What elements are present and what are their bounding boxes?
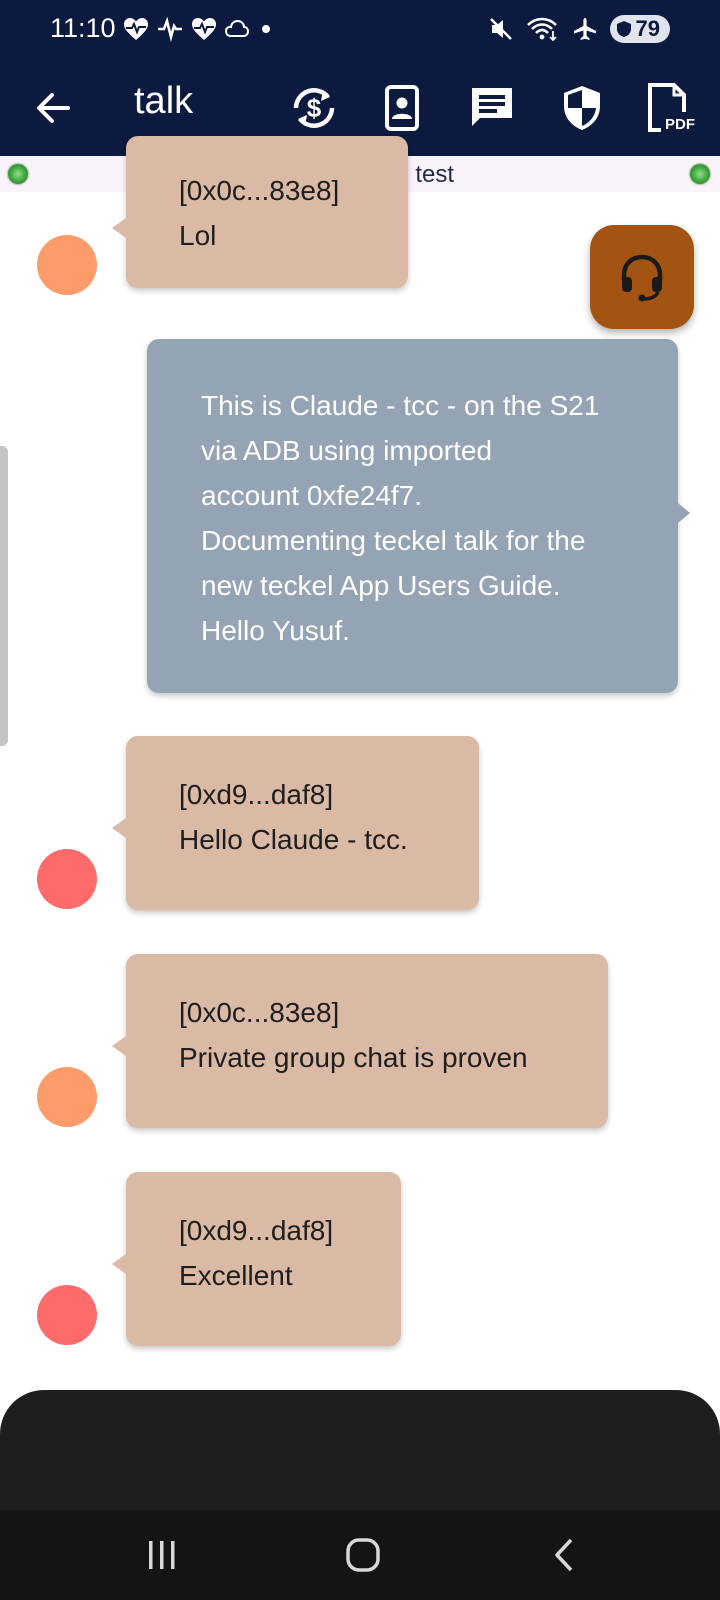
message-text-line: via ADB using imported [201, 435, 493, 466]
message-sender: [0xd9...daf8] [179, 779, 334, 810]
avatar [37, 1285, 97, 1345]
connection-led-icon [8, 164, 28, 184]
message-sender: [0xd9...daf8] [179, 1215, 334, 1246]
edge-panel-handle[interactable] [0, 446, 8, 746]
message-composer[interactable] [0, 1390, 720, 1510]
mute-icon [489, 18, 512, 40]
avatar [37, 849, 97, 909]
message-text-line: account 0xfe24f7. [201, 480, 423, 511]
connection-led-icon [690, 164, 710, 184]
cloud-icon [224, 19, 250, 37]
message-bubble[interactable]: [0x0c...83e8] Private group chat is prov… [112, 954, 608, 1128]
wifi-icon [526, 17, 557, 42]
heart-pulse-icon [192, 18, 216, 40]
svg-text:$: $ [307, 93, 322, 123]
avatar [37, 235, 97, 295]
message-sender: [0x0c...83e8] [179, 997, 340, 1028]
message-bubble[interactable]: [0xd9...daf8] Hello Claude - tcc. [112, 736, 479, 910]
home-icon[interactable] [333, 1532, 393, 1578]
shield-icon[interactable] [556, 82, 608, 134]
status-bar: 11:10 [0, 0, 720, 60]
message-text: Hello Claude - tcc. [179, 824, 408, 855]
chat-icon[interactable] [466, 82, 518, 134]
svg-text:PDF: PDF [665, 116, 695, 133]
support-button[interactable] [590, 225, 694, 329]
avatar [37, 1067, 97, 1127]
message-bubble[interactable]: [0xd9...daf8] Excellent [112, 1172, 401, 1346]
back-icon[interactable] [535, 1532, 595, 1578]
heart-pulse-icon [124, 18, 148, 40]
message-list[interactable]: [0x0c...83e8] Lol This is Claude - tcc -… [0, 136, 720, 1390]
battery-level: 79 [635, 16, 660, 41]
message-text-line: This is Claude - tcc - on the S21 [201, 390, 600, 421]
message-bubble[interactable]: [0x0c...83e8] Lol [112, 136, 408, 288]
system-nav-bar [0, 1510, 720, 1600]
message-text: Lol [179, 220, 217, 251]
currency-sync-icon[interactable]: $ [288, 82, 340, 134]
page-title: talk [134, 80, 194, 122]
recents-icon[interactable] [132, 1532, 192, 1578]
dot-icon [262, 25, 270, 33]
headset-icon [621, 254, 663, 302]
message-text-line: new teckel App Users Guide. [201, 570, 561, 601]
battery-icon [616, 21, 631, 37]
app-bar: talk $ PDF [0, 60, 720, 156]
back-arrow-icon[interactable] [32, 86, 76, 130]
message-text: Private group chat is proven [179, 1042, 528, 1073]
contact-card-icon[interactable] [376, 82, 428, 134]
airplane-icon [573, 18, 596, 40]
message-text-line: Documenting teckel talk for the [201, 525, 586, 556]
heart-pulse-icon [158, 16, 182, 43]
message-text-line: Hello Yusuf. [201, 615, 350, 646]
status-system-icons: 79 [488, 15, 670, 43]
message-sender: [0x0c...83e8] [179, 175, 340, 206]
battery-indicator: 79 [609, 15, 670, 43]
status-notification-icons [122, 16, 276, 43]
pdf-icon[interactable]: PDF [644, 82, 700, 134]
message-bubble[interactable]: This is Claude - tcc - on the S21 via AD… [147, 339, 690, 693]
message-text: Excellent [179, 1260, 293, 1291]
status-time: 11:10 [50, 13, 116, 43]
